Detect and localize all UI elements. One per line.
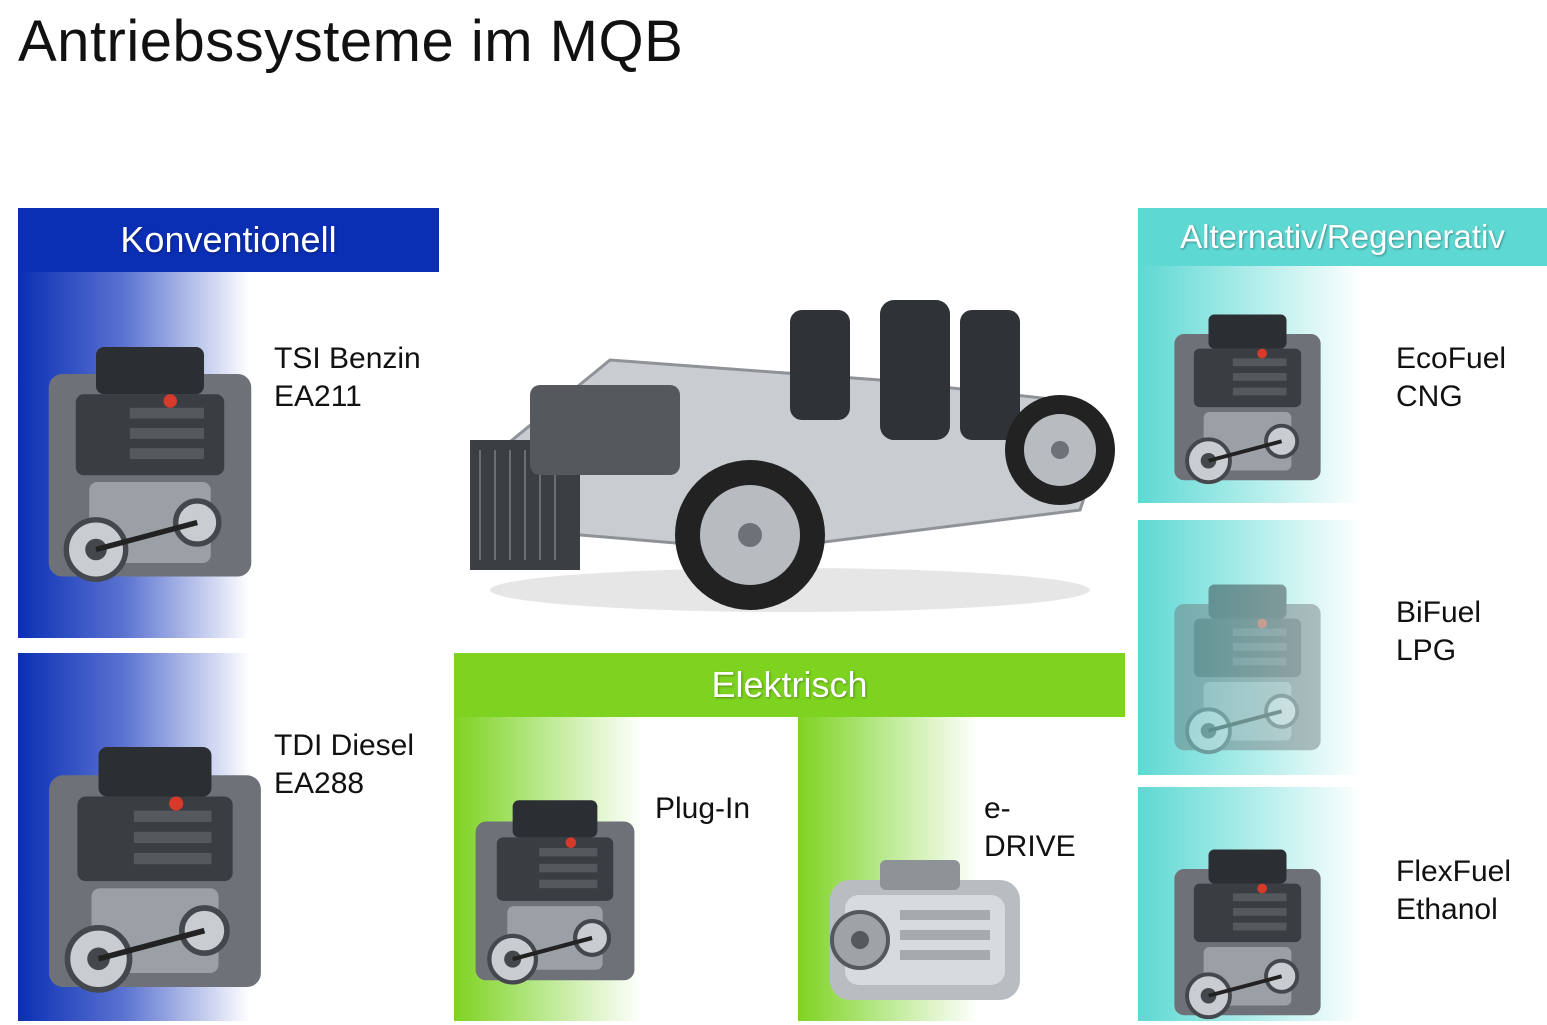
engine-icon xyxy=(35,710,275,1010)
engine-icon xyxy=(35,320,265,590)
elektrisch-header: Elektrisch xyxy=(454,653,1125,717)
page-title: Antriebssysteme im MQB xyxy=(18,9,684,74)
konventionell-header: Konventionell xyxy=(18,208,439,272)
engine-icon xyxy=(1160,830,1335,1025)
tdi-diesel-label: TDI Diesel EA288 xyxy=(274,729,415,800)
engine-icon xyxy=(465,770,645,1000)
electric-motor-icon xyxy=(820,850,1030,1010)
e-drive-label: e- DRIVE xyxy=(984,792,1076,863)
engine-icon xyxy=(1160,295,1335,490)
flexfuel-label: FlexFuel Ethanol xyxy=(1396,855,1512,926)
plug-in-label: Plug-In xyxy=(655,792,751,825)
engine-icon xyxy=(1160,565,1335,760)
bifuel-label: BiFuel LPG xyxy=(1396,596,1482,667)
car-chassis-icon xyxy=(460,290,1120,620)
alternativ-header: Alternativ/Regenerativ xyxy=(1138,208,1547,266)
ecofuel-label: EcoFuel CNG xyxy=(1396,342,1507,413)
tsi-benzin-label: TSI Benzin EA211 xyxy=(274,342,421,413)
